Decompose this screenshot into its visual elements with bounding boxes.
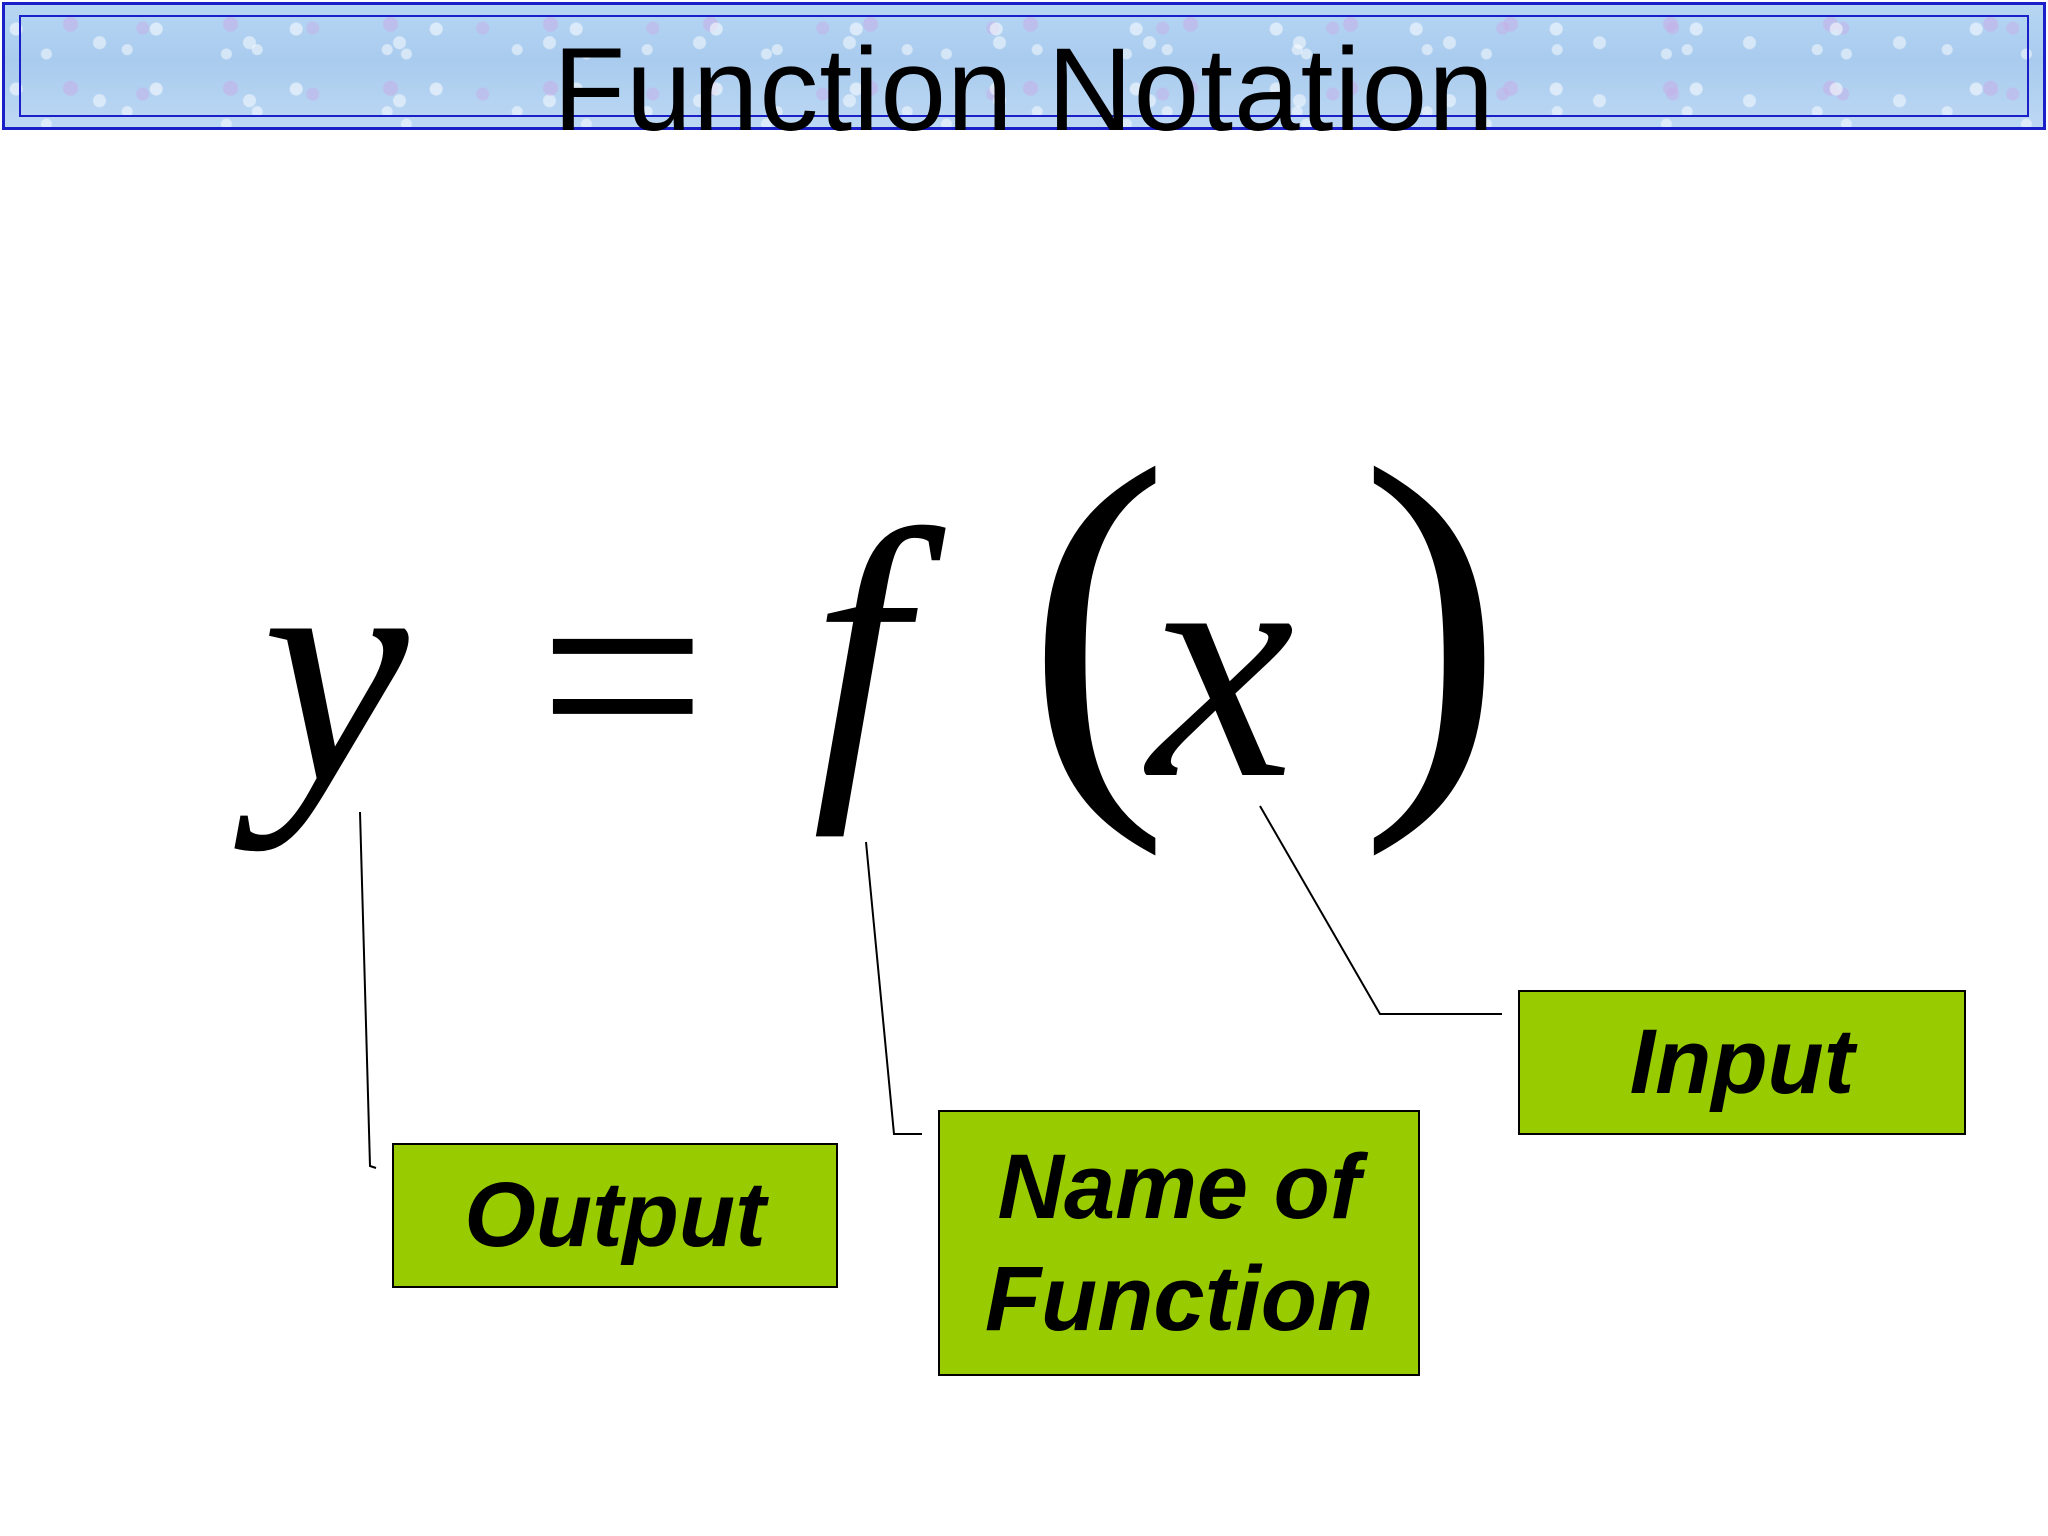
equation-equals-sign: = [538, 509, 708, 841]
function-name-label-box: Name of Function [938, 1110, 1420, 1376]
title-banner: Function Notation [2, 2, 2046, 149]
function-name-label-line2: Function [984, 1248, 1374, 1350]
equation-input-variable: x [1148, 482, 1295, 847]
function-name-leader-line [865, 841, 922, 1135]
output-label: Output [464, 1164, 766, 1266]
function-name-label-line1: Name of [997, 1135, 1361, 1238]
equation-open-paren: ( [1026, 382, 1170, 858]
equation-function-name: f [812, 461, 907, 838]
title-banner-inner-border [19, 15, 2029, 117]
output-label-box: Output [392, 1143, 838, 1288]
equation-output-variable: y [262, 487, 409, 852]
output-leader-line [359, 811, 377, 1169]
input-label-box: Input [1518, 990, 1966, 1135]
equation-close-paren: ) [1360, 382, 1504, 858]
slide-title: Function Notation [553, 24, 1495, 156]
input-label: Input [1629, 1011, 1855, 1113]
